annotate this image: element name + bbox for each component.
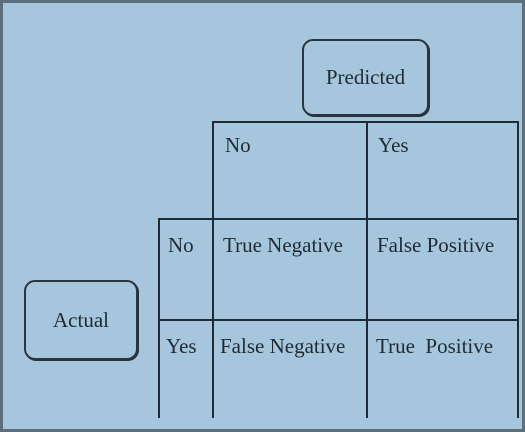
grid-line-header-bottom bbox=[158, 218, 519, 220]
cell-true-negative: True Negative bbox=[223, 233, 343, 257]
grid-line-top bbox=[212, 121, 519, 123]
predicted-label-box: Predicted bbox=[302, 39, 429, 116]
actual-label-box: Actual bbox=[24, 280, 138, 360]
row-header-no: No bbox=[168, 233, 194, 257]
grid-line-col2 bbox=[366, 121, 368, 418]
cell-true-positive: True Positive bbox=[376, 334, 494, 358]
row-header-yes: Yes bbox=[166, 334, 197, 358]
cell-false-negative: False Negative bbox=[220, 334, 346, 358]
grid-line-left bbox=[158, 218, 160, 418]
grid-line-middle bbox=[158, 319, 519, 321]
grid-line-right bbox=[517, 121, 519, 418]
predicted-label: Predicted bbox=[325, 65, 406, 89]
column-header-yes: Yes bbox=[378, 133, 409, 157]
actual-label: Actual bbox=[53, 307, 109, 332]
column-header-no: No bbox=[225, 133, 251, 157]
grid-line-col1 bbox=[212, 121, 214, 418]
cell-false-positive: False Positive bbox=[377, 233, 495, 257]
